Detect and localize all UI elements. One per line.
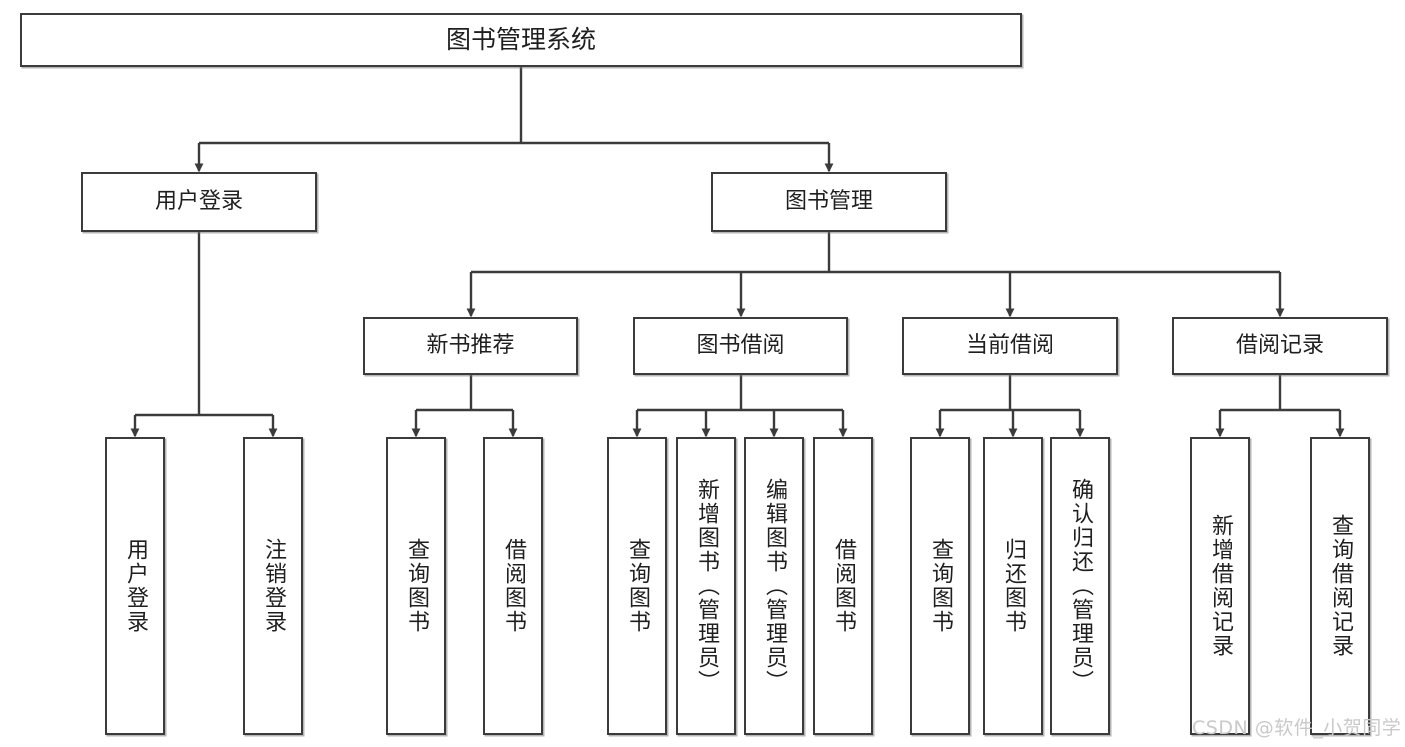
node-leaf-cur-query: 查询图书 <box>910 437 970 735</box>
node-leaf-cur-return: 归还图书 <box>983 437 1043 735</box>
node-label-current: 当前借阅 <box>965 333 1054 359</box>
node-leaf-bor-edit: 编辑图书（管理员） <box>744 437 804 735</box>
node-label-leaf-cur-return: 归还图书 <box>1001 538 1026 634</box>
node-label-login: 用户登录 <box>154 189 243 215</box>
node-leaf-bor-lend: 借阅图书 <box>813 437 873 735</box>
node-login: 用户登录 <box>81 172 317 232</box>
node-label-root: 图书管理系统 <box>445 25 596 55</box>
node-leaf-bor-query: 查询图书 <box>607 437 667 735</box>
node-label-bookmgmt: 图书管理 <box>784 189 873 215</box>
node-label-leaf-user-logout: 注销登录 <box>261 538 286 634</box>
csdn-watermark: CSDN @软件_小贺同学 <box>1192 717 1402 739</box>
node-leaf-user-login: 用户登录 <box>105 437 165 735</box>
node-label-leaf-bor-edit: 编辑图书（管理员） <box>762 478 787 694</box>
node-bookmgmt: 图书管理 <box>711 172 947 232</box>
node-leaf-rec-add: 新增借阅记录 <box>1190 437 1250 735</box>
node-label-leaf-cur-query: 查询图书 <box>928 538 953 634</box>
node-label-borrow: 图书借阅 <box>696 333 785 359</box>
node-label-leaf-user-login: 用户登录 <box>123 538 148 634</box>
node-label-leaf-bor-query: 查询图书 <box>625 538 650 634</box>
node-current: 当前借阅 <box>902 317 1118 375</box>
node-label-leaf-bor-add: 新增图书（管理员） <box>694 478 719 694</box>
node-label-record: 借阅记录 <box>1235 333 1324 359</box>
edge-group <box>130 67 1345 438</box>
node-root: 图书管理系统 <box>20 13 1022 67</box>
node-leaf-rec-query: 查询借阅记录 <box>1310 437 1370 735</box>
node-leaf-new-borrow: 借阅图书 <box>483 437 543 735</box>
node-label-leaf-rec-query: 查询借阅记录 <box>1328 514 1353 658</box>
node-label-newbook: 新书推荐 <box>426 333 515 359</box>
node-newbook: 新书推荐 <box>363 317 578 375</box>
node-record: 借阅记录 <box>1172 317 1388 375</box>
node-leaf-user-logout: 注销登录 <box>243 437 303 735</box>
node-label-leaf-cur-confirm: 确认归还（管理员） <box>1068 478 1093 694</box>
node-leaf-new-query: 查询图书 <box>386 437 446 735</box>
node-label-leaf-new-borrow: 借阅图书 <box>501 538 526 634</box>
node-borrow: 图书借阅 <box>633 317 848 375</box>
node-leaf-bor-add: 新增图书（管理员） <box>676 437 736 735</box>
node-label-leaf-bor-lend: 借阅图书 <box>831 538 856 634</box>
node-label-leaf-new-query: 查询图书 <box>404 538 429 634</box>
node-leaf-cur-confirm: 确认归还（管理员） <box>1050 437 1110 735</box>
node-label-leaf-rec-add: 新增借阅记录 <box>1208 514 1233 658</box>
